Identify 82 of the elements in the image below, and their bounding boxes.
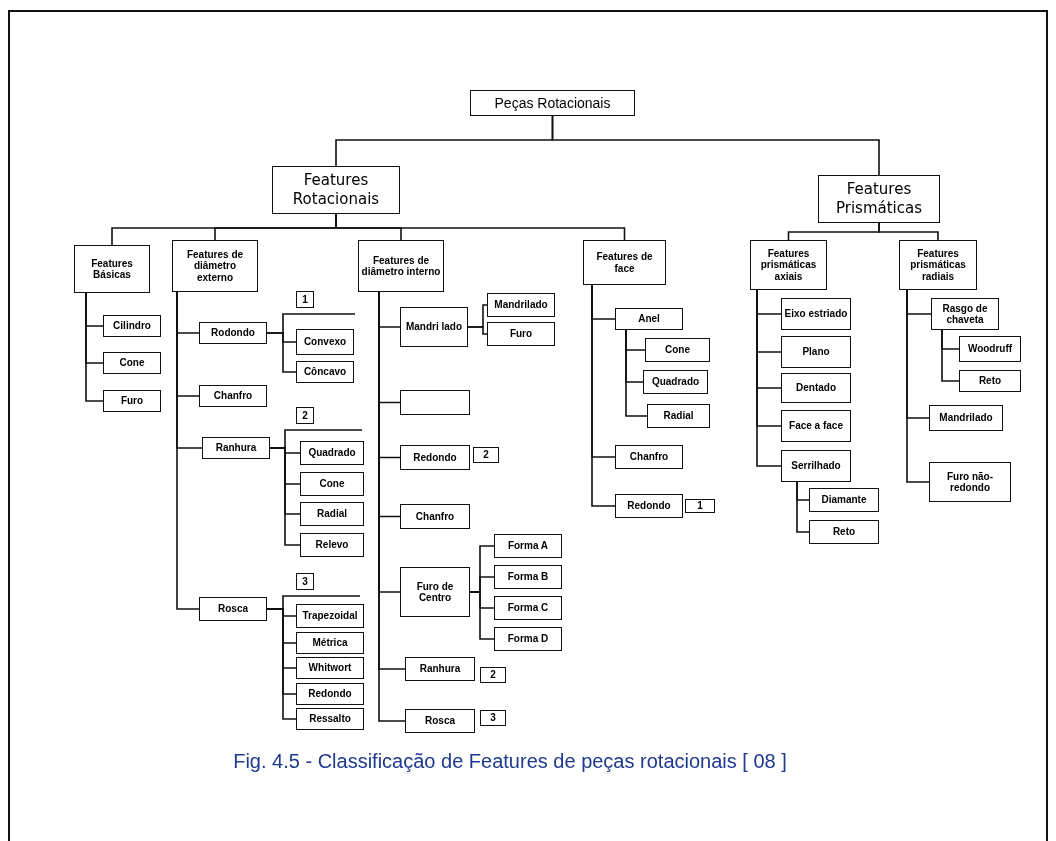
connector-line [176,291,200,610]
category-box: Features Prismáticas [818,175,940,223]
category-box: Furo não-redondo [929,462,1011,502]
category-box: Redondo [615,494,683,518]
category-box: Forma A [494,534,562,558]
category-box: Dentado [781,373,851,403]
category-box: Relevo [300,533,364,557]
connector-line [756,289,782,467]
category-box: Features prismáticas radiais [899,240,977,290]
connector-line [335,213,626,241]
category-box: Cilindro [103,315,161,337]
category-box: Woodruff [959,336,1021,362]
category-box: Serrilhado [781,450,851,482]
reference-number-box: 3 [296,573,314,590]
category-box: Rasgo de chaveta [931,298,999,330]
category-box: Cone [103,352,161,374]
category-box: Ressalto [296,708,364,730]
connector-line [878,222,939,241]
category-box: Face a face [781,410,851,442]
category-box: Ranhura [202,437,270,459]
connector-line [796,481,810,533]
category-box: Cone [645,338,710,362]
category-box: Peças Rotacionais [470,90,635,116]
reference-number-box: 1 [685,499,715,513]
category-box: Forma B [494,565,562,589]
reference-number-box: 2 [480,667,506,683]
category-box: Whitwort [296,657,364,679]
category-box: Reto [959,370,1021,392]
category-box: Mandrilado [487,293,555,317]
connector-line [551,115,880,176]
connector-line [591,284,616,507]
category-box: Radial [300,502,364,526]
reference-number-box: 1 [296,291,314,308]
category-box: Forma D [494,627,562,651]
category-box: Rosca [405,709,475,733]
category-box: Mandri lado [400,307,468,347]
category-box: Chanfro [199,385,267,407]
category-box: Ranhura [405,657,475,681]
reference-number-box: 2 [473,447,499,463]
category-box: Côncavo [296,361,354,383]
connector-line [266,608,297,720]
category-box: Features de diâmetro interno [358,240,444,292]
category-box: Cone [300,472,364,496]
category-box: Trapezoidal [296,604,364,628]
category-box: Plano [781,336,851,368]
connector-line [941,329,960,382]
category-box: Rodondo [199,322,267,344]
reference-number-box: 2 [296,407,314,424]
connector-line [906,289,930,483]
connector-line [266,332,297,373]
category-box: Features Básicas [74,245,150,293]
category-box: Furo [103,390,161,412]
figure-caption: Fig. 4.5 - Classificação de Features de peças rotacionais [ 08 ] [232,750,788,773]
connector-line [625,329,648,417]
category-box: Chanfro [400,504,470,529]
category-box: Quadrado [643,370,708,394]
connector-line [269,447,301,546]
category-box: Furo de Centro [400,567,470,617]
category-box: Forma C [494,596,562,620]
category-box: Convexo [296,329,354,355]
category-box: Métrica [296,632,364,654]
category-box: Furo [487,322,555,346]
category-box: Eixo estriado [781,298,851,330]
category-box: Redondo [296,683,364,705]
category-box: Redondo [400,445,470,470]
category-box: Features de face [583,240,666,285]
category-box: Radial [647,404,710,428]
category-box: Chanfro [615,445,683,469]
connector-line [469,591,495,640]
empty-box [400,390,470,415]
category-box: Features de diâmetro externo [172,240,258,292]
connector-line [467,326,488,335]
reference-number-box: 3 [480,710,506,726]
category-box: Rosca [199,597,267,621]
category-box: Features Rotacionais [272,166,400,214]
category-box: Diamante [809,488,879,512]
connector-line [85,292,104,402]
category-box: Quadrado [300,441,364,465]
category-box: Anel [615,308,683,330]
category-box: Reto [809,520,879,544]
category-box: Mandrilado [929,405,1003,431]
category-box: Features prismáticas axiais [750,240,827,290]
